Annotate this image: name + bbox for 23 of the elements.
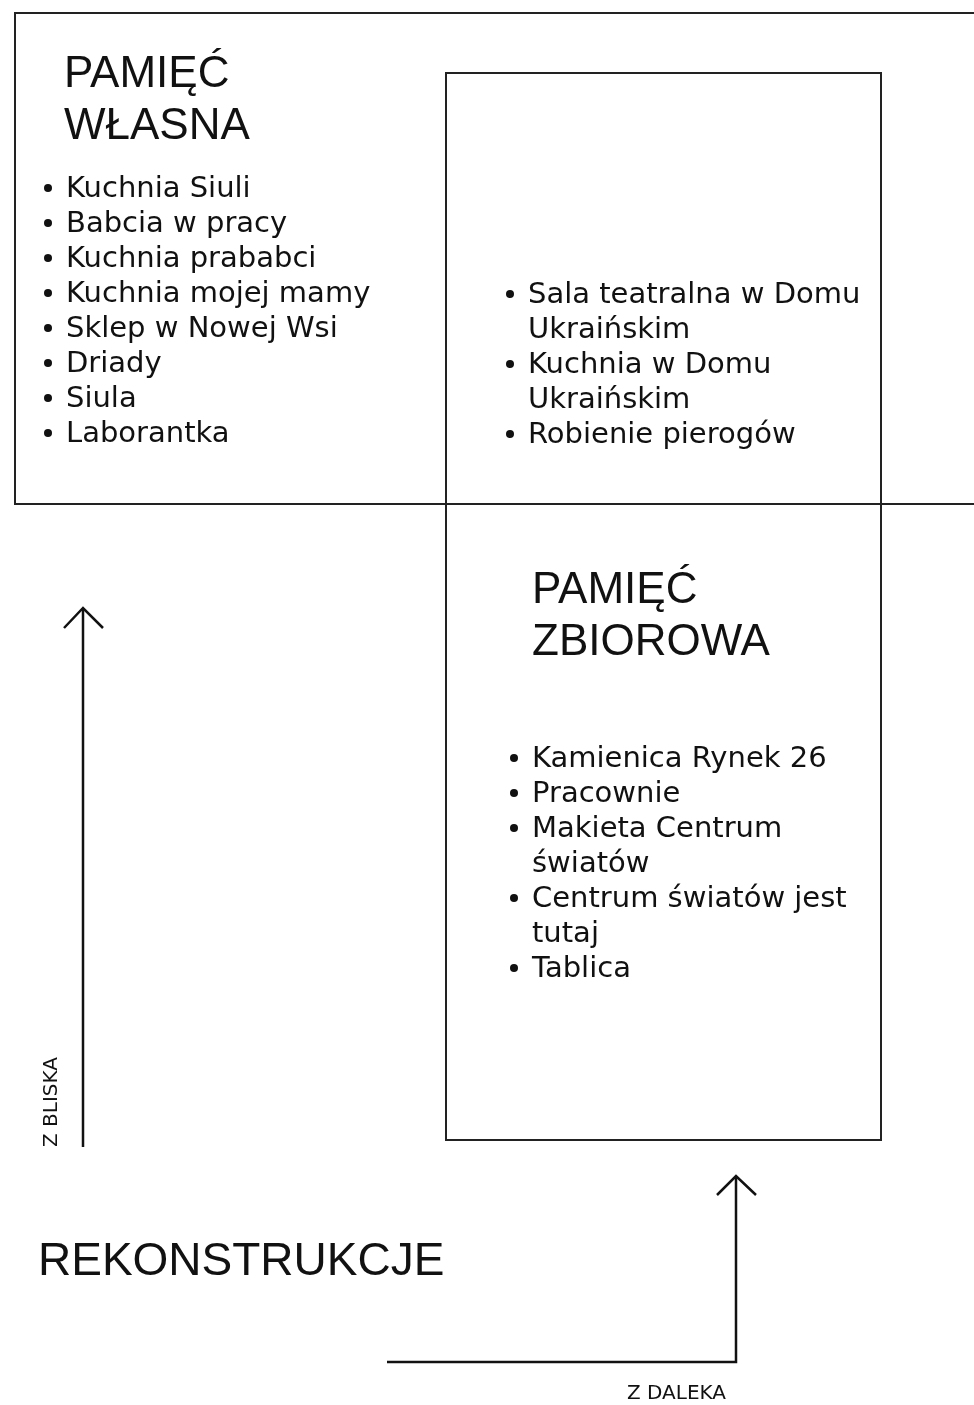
list-item: Laborantka bbox=[66, 415, 231, 450]
list-item: Robienie pierogów bbox=[528, 416, 797, 451]
box-heading: PAMIĘĆ WŁASNA bbox=[64, 46, 251, 150]
box-heading: PAMIĘĆ ZBIOROWA bbox=[532, 562, 771, 666]
list-item: Tablica bbox=[532, 950, 632, 985]
list-item: Kamienica Rynek 26 bbox=[532, 740, 828, 775]
frame-box bbox=[14, 12, 974, 505]
list-item: Kuchnia mojej mamy bbox=[66, 275, 372, 310]
list-item: Makieta Centrum światów bbox=[532, 810, 784, 880]
axis-label: REKONSTRUKCJE bbox=[38, 1232, 445, 1286]
axis-label: Z DALEKA bbox=[627, 1380, 726, 1404]
list-item: Siula bbox=[66, 380, 138, 415]
list-item: Babcia w pracy bbox=[66, 205, 289, 240]
list-item: Driady bbox=[66, 345, 163, 380]
list-item: Kuchnia Siuli bbox=[66, 170, 252, 205]
list-item: Sklep w Nowej Wsi bbox=[66, 310, 339, 345]
axis-label: Z BLISKA bbox=[38, 1057, 62, 1147]
list-item: Kuchnia prababci bbox=[66, 240, 318, 275]
list-item: Kuchnia w Domu Ukraińskim bbox=[528, 346, 773, 416]
list-item: Pracownie bbox=[532, 775, 682, 810]
frame-box bbox=[445, 72, 882, 1141]
list-item: Centrum światów jest tutaj bbox=[532, 880, 848, 950]
list-item: Sala teatralna w Domu Ukraińskim bbox=[528, 276, 862, 346]
